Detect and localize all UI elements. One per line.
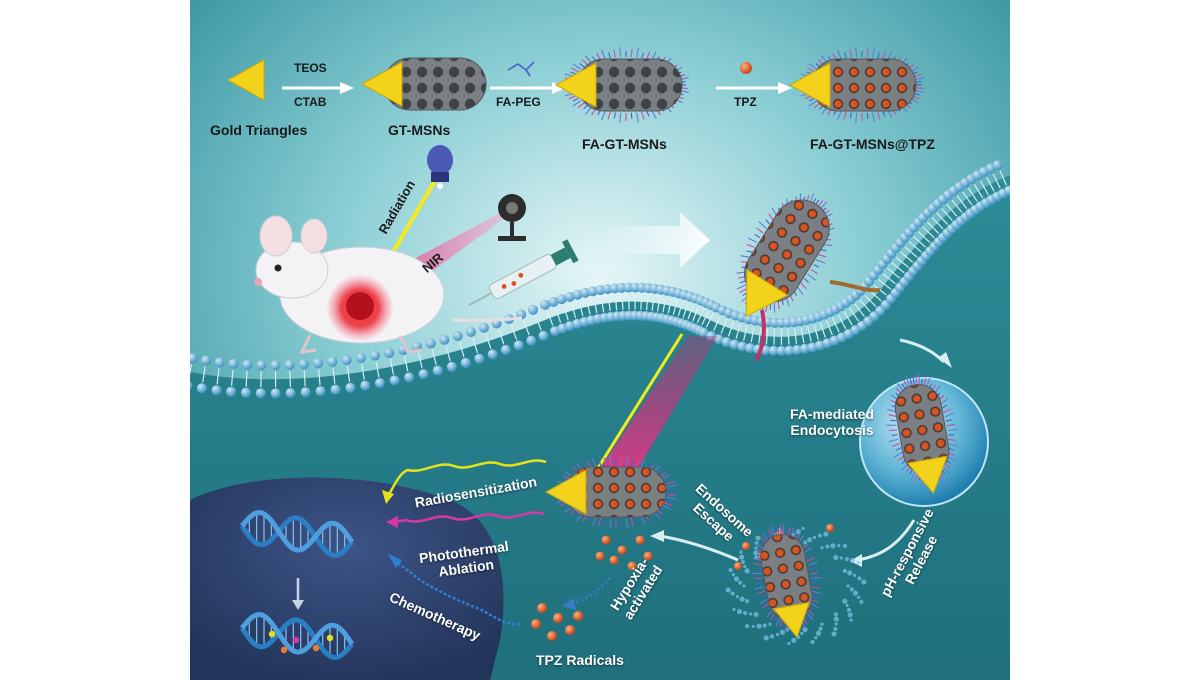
- label-endocytosis-line1: FA-mediated: [789, 406, 874, 422]
- treatment-nanoparticle: [544, 455, 677, 529]
- photothermal-arrow-icon: [386, 511, 545, 528]
- arrow-1-icon: [282, 82, 354, 94]
- tpz-molecule: [740, 62, 752, 74]
- label-fa-gt-msns-tpz: FA-GT-MSNs@TPZ: [810, 136, 935, 152]
- fa-gt-msn-particle: [554, 47, 689, 123]
- label-fa-peg: FA-PEG: [496, 95, 541, 109]
- label-endocytosis: FA-mediated Endocytosis: [772, 406, 892, 438]
- tpz-cluster: [595, 535, 653, 571]
- gold-triangle: [226, 59, 265, 101]
- gt-msn-particle: [360, 57, 487, 111]
- nucleus: [190, 477, 504, 680]
- escape-arrow-icon: [650, 530, 739, 562]
- curved-arrow-icon: [899, 338, 952, 368]
- flow-arrow-icon: [602, 212, 710, 268]
- label-tpz-radicals: TPZ Radicals: [536, 652, 624, 668]
- label-gt-msns: GT-MSNs: [388, 122, 451, 138]
- label-fa-gt-msns: FA-GT-MSNs: [582, 136, 667, 152]
- hypoxia-arrow-icon: [562, 577, 612, 610]
- bound-nanoparticle: [736, 193, 881, 361]
- dna-helix-intact: [239, 510, 355, 558]
- arrow-3-icon: [716, 82, 792, 94]
- fa-gt-msn-tpz-particle: [788, 47, 925, 123]
- down-arrow-icon: [292, 578, 304, 610]
- radiosensitization-arrow-icon: [382, 459, 547, 504]
- mouse: [254, 215, 523, 354]
- dna-helix-damaged: [239, 612, 355, 660]
- label-ctab: CTAB: [294, 95, 327, 109]
- cell-membrane: [190, 160, 1010, 399]
- syringe: [468, 239, 579, 307]
- released-nanoparticle: [751, 523, 822, 639]
- label-tpz: TPZ: [734, 95, 757, 109]
- label-endocytosis-line2: Endocytosis: [790, 422, 874, 439]
- label-gold-triangles: Gold Triangles: [210, 122, 308, 138]
- intracellular-beams: [596, 333, 718, 469]
- endosome: [859, 373, 989, 507]
- label-teos: TEOS: [294, 61, 327, 75]
- folate-receptor: [829, 280, 881, 293]
- chemotherapy-arrow-icon: [388, 554, 521, 626]
- figure-scene: [190, 0, 1010, 680]
- mechanism-figure: Gold Triangles TEOS CTAB GT-MSNs FA-PEG …: [190, 0, 1010, 680]
- tpz-radicals: [531, 603, 583, 641]
- fa-peg-molecule: [507, 61, 535, 77]
